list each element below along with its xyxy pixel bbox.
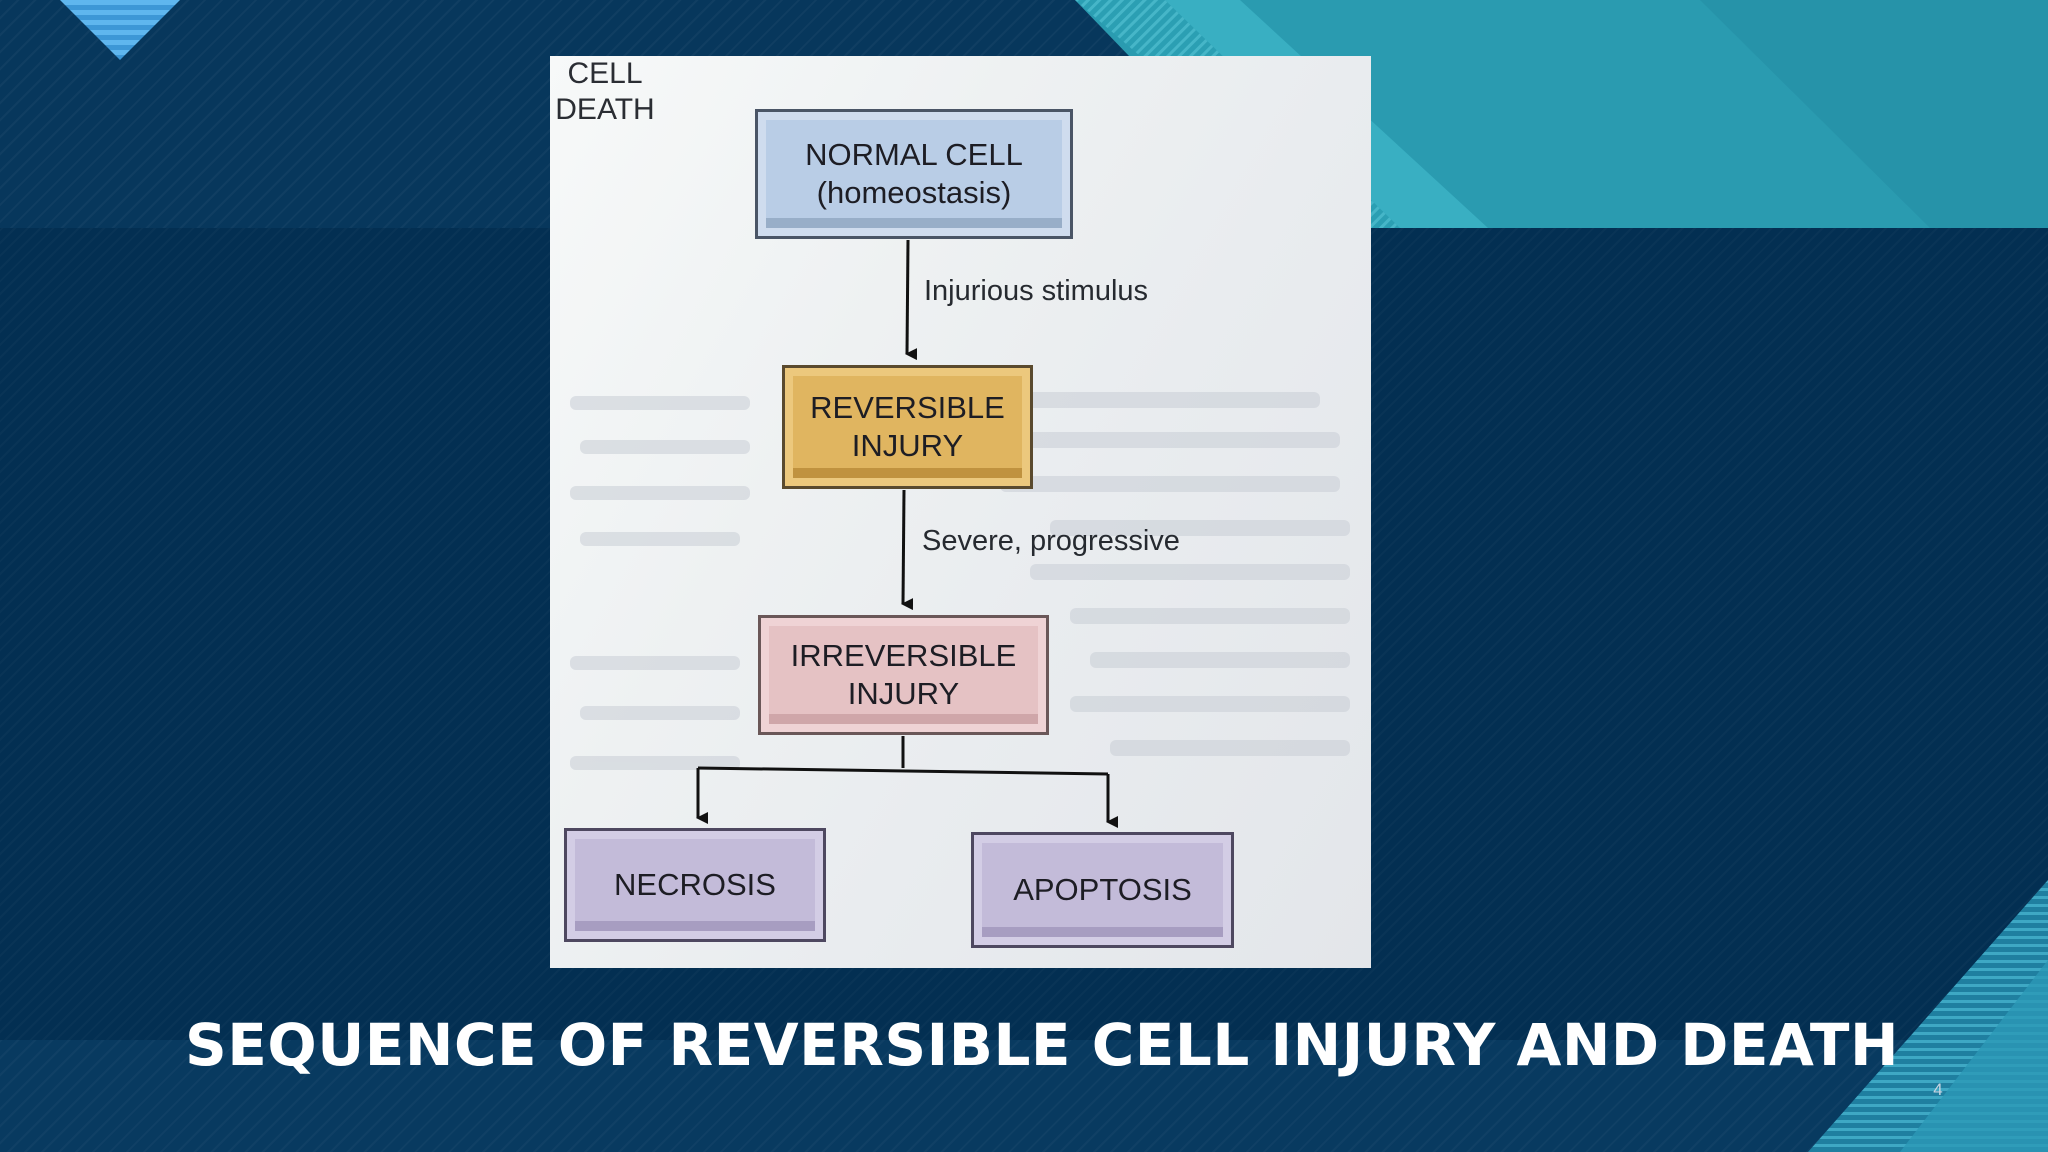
diagram-photo: NORMAL CELL (homeostasis) Injurious stim… (550, 56, 1371, 968)
apoptosis-label: APOPTOSIS (1013, 872, 1192, 907)
arrow-reversible-to-irreversible (901, 489, 914, 611)
reversible-injury-box: REVERSIBLE INJURY (782, 365, 1033, 489)
page-number: 4 (1933, 1080, 1943, 1099)
injurious-stimulus-label: Injurious stimulus (924, 275, 1149, 307)
irreversible-injury-label: IRREVERSIBLE INJURY (790, 638, 1017, 711)
teal-dark-wedge (1700, 0, 2048, 228)
irreversible-injury-box: IRREVERSIBLE INJURY (758, 615, 1049, 735)
normal-cell-label: NORMAL CELL (homeostasis) (805, 137, 1023, 210)
apoptosis-box: APOPTOSIS (971, 832, 1234, 948)
show-through-text-texture (570, 392, 1350, 770)
cell-death-label: CELL DEATH (555, 57, 655, 126)
reversible-injury-label: REVERSIBLE INJURY (810, 390, 1005, 463)
diagram-connectors (696, 239, 1118, 828)
arrow-normal-to-reversible (905, 239, 918, 361)
corner-triangle-top-left (60, 0, 180, 60)
slide-title: SEQUENCE OF REVERSIBLE CELL INJURY AND D… (185, 1011, 1900, 1079)
severe-progressive-label: Severe, progressive (922, 525, 1180, 557)
bottom-band-stripes (0, 1040, 2048, 1152)
corner-triangle-bottom-right-inner (1900, 960, 2048, 1152)
necrosis-label: NECROSIS (614, 867, 776, 902)
normal-cell-box: NORMAL CELL (homeostasis) (755, 109, 1073, 239)
necrosis-box: NECROSIS (564, 828, 826, 942)
connector-branch-horizontal (697, 766, 1109, 776)
bottom-band (0, 1040, 2048, 1152)
